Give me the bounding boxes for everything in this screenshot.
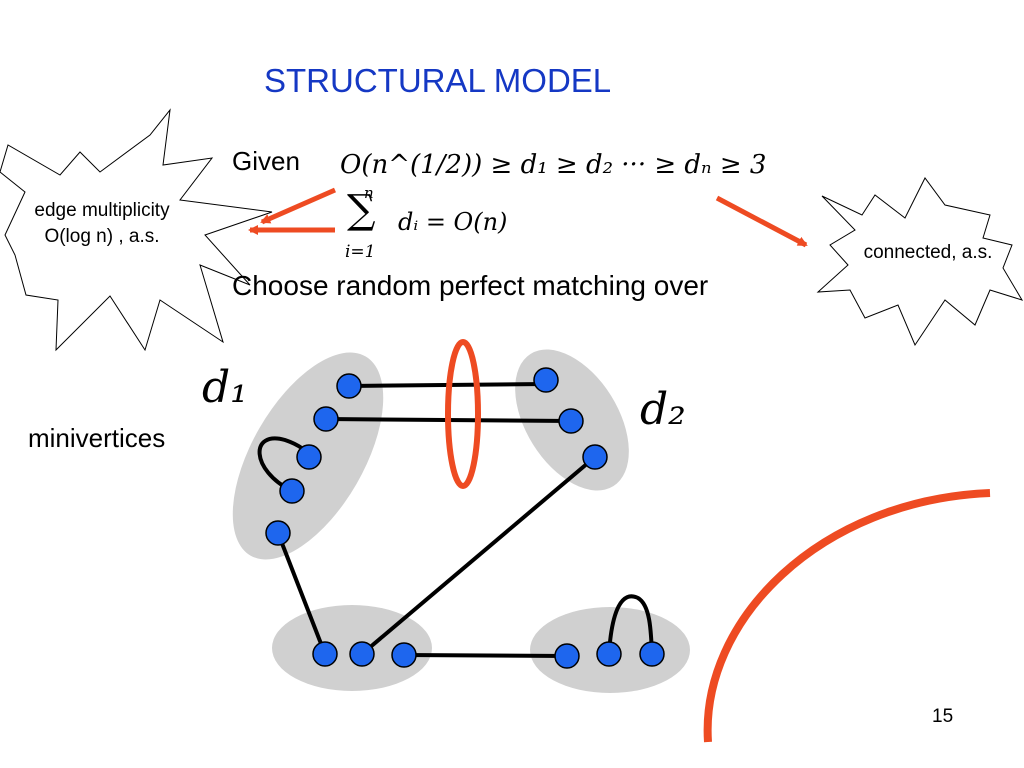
minivertex [391, 642, 417, 668]
arrow-to-left-burst-upper [260, 187, 337, 225]
sum-lower-limit: i=1 [345, 242, 376, 262]
edge-loop [607, 594, 654, 655]
minivertex [582, 444, 608, 470]
minivertex [639, 641, 665, 667]
edge [403, 653, 568, 658]
group-label-d1: d₁ [202, 362, 248, 413]
page-number: 15 [932, 706, 954, 727]
minivertex [533, 367, 559, 393]
minivertex [312, 641, 338, 667]
edge [276, 532, 327, 655]
burst-right-text: connected, a.s. [863, 242, 993, 263]
minivertex [296, 444, 322, 470]
formula-degree-bound: O(n^(1/2)) ≥ d₁ ≥ d₂ ··· ≥ dₙ ≥ 3 [340, 150, 767, 180]
sum-sign: ∑ [347, 187, 376, 233]
starburst-right [816, 177, 1024, 347]
minivertex [265, 520, 291, 546]
minivertex [558, 408, 584, 434]
group-label-d2: d₂ [640, 384, 686, 435]
minivertex [336, 373, 362, 399]
minivertices-label: minivertices [28, 423, 166, 453]
sum-upper-limit: n [364, 184, 374, 202]
starburst-left [0, 108, 273, 352]
multi-edge-highlight [445, 339, 481, 489]
choose-matching-text: Choose random perfect matching over [232, 270, 709, 301]
burst-left-line1: edge multiplicity [34, 200, 170, 221]
minivertex [349, 641, 375, 667]
burst-left-text: edge multiplicity O(log n) , a.s. [4, 198, 200, 250]
minivertex [279, 478, 305, 504]
arrow-to-right-burst [715, 195, 808, 248]
minivertex [554, 643, 580, 669]
edge [360, 455, 597, 656]
burst-left-line2: O(log n) , a.s. [44, 226, 160, 247]
minivertex [596, 641, 622, 667]
decorative-arc [703, 489, 991, 743]
sum-rhs: dᵢ = O(n) [398, 208, 508, 236]
minivertex [313, 406, 339, 432]
slide-title: STRUCTURAL MODEL [264, 62, 612, 99]
given-label: Given [232, 146, 300, 176]
